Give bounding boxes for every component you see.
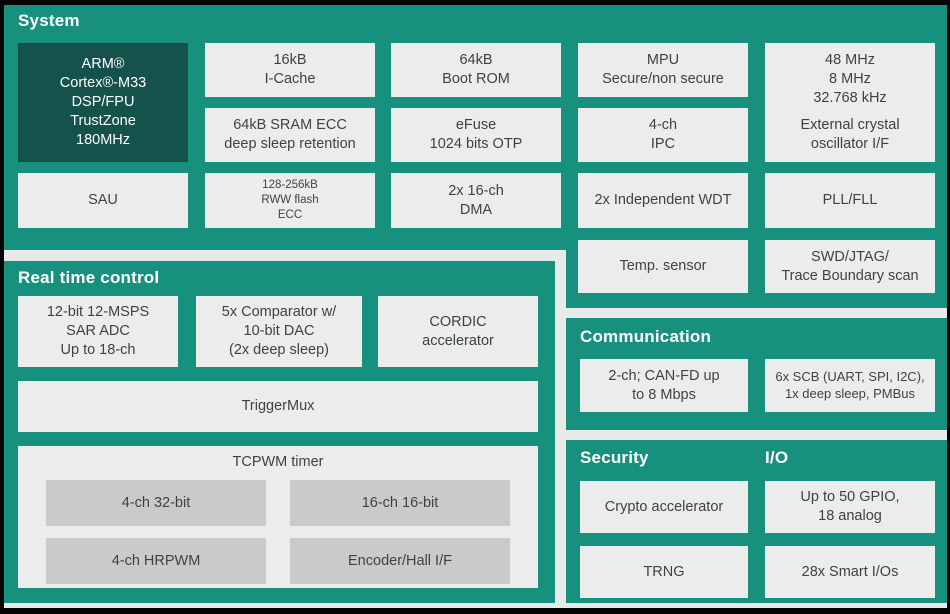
block-trigger-mux: TriggerMux xyxy=(18,381,538,432)
block-sau: SAU xyxy=(18,173,188,228)
block-temp-sensor: Temp. sensor xyxy=(578,240,748,293)
block-boot-rom: 64kB Boot ROM xyxy=(391,43,561,97)
communication-panel-title: Communication xyxy=(580,327,712,346)
block-canfd: 2-ch; CAN-FD up to 8 Mbps xyxy=(580,359,748,412)
crystal-frequencies: 48 MHz 8 MHz 32.768 kHz xyxy=(813,51,887,106)
block-tcpwm-hrpwm: 4-ch HRPWM xyxy=(46,538,266,584)
block-gpio: Up to 50 GPIO, 18 analog xyxy=(765,481,935,533)
block-cordic-accelerator: CORDIC accelerator xyxy=(378,296,538,367)
block-tcpwm-4ch-32bit: 4-ch 32-bit xyxy=(46,480,266,526)
block-rww-flash: 128-256kB RWW flash ECC xyxy=(205,173,375,228)
block-tcpwm-encoder-hall: Encoder/Hall I/F xyxy=(290,538,510,584)
block-swd-jtag: SWD/JTAG/ Trace Boundary scan xyxy=(765,240,935,293)
block-tcpwm-16ch-16bit: 16-ch 16-bit xyxy=(290,480,510,526)
block-smart-io: 28x Smart I/Os xyxy=(765,546,935,598)
system-panel-title: System xyxy=(18,11,80,30)
block-arm-cortex-m33-core: ARM® Cortex®-M33 DSP/FPU TrustZone 180MH… xyxy=(18,43,188,162)
block-dma: 2x 16-ch DMA xyxy=(391,173,561,228)
block-ipc: 4-ch IPC xyxy=(578,108,748,162)
block-sar-adc: 12-bit 12-MSPS SAR ADC Up to 18-ch xyxy=(18,296,178,367)
block-icache: 16kB I-Cache xyxy=(205,43,375,97)
block-pll-fll: PLL/FLL xyxy=(765,173,935,228)
block-mpu: MPU Secure/non secure xyxy=(578,43,748,97)
block-wdt: 2x Independent WDT xyxy=(578,173,748,228)
block-external-crystal-oscillator: 48 MHz 8 MHz 32.768 kHz External crystal… xyxy=(765,43,935,162)
real-time-control-panel-title: Real time control xyxy=(18,268,160,287)
block-comparator-dac: 5x Comparator w/ 10-bit DAC (2x deep sle… xyxy=(196,296,362,367)
crystal-label: External crystal oscillator I/F xyxy=(800,117,900,153)
block-sram: 64kB SRAM ECC deep sleep retention xyxy=(205,108,375,162)
block-crypto-accelerator: Crypto accelerator xyxy=(580,481,748,533)
block-efuse: eFuse 1024 bits OTP xyxy=(391,108,561,162)
block-tcpwm-timer: TCPWM timer 4-ch 32-bit 16-ch 16-bit 4-c… xyxy=(18,446,538,588)
block-scb: 6x SCB (UART, SPI, I2C), 1x deep sleep, … xyxy=(765,359,935,412)
block-trng: TRNG xyxy=(580,546,748,598)
io-panel-title: I/O xyxy=(765,448,789,467)
tcpwm-timer-label: TCPWM timer xyxy=(232,454,324,470)
security-panel-title: Security xyxy=(580,448,649,467)
